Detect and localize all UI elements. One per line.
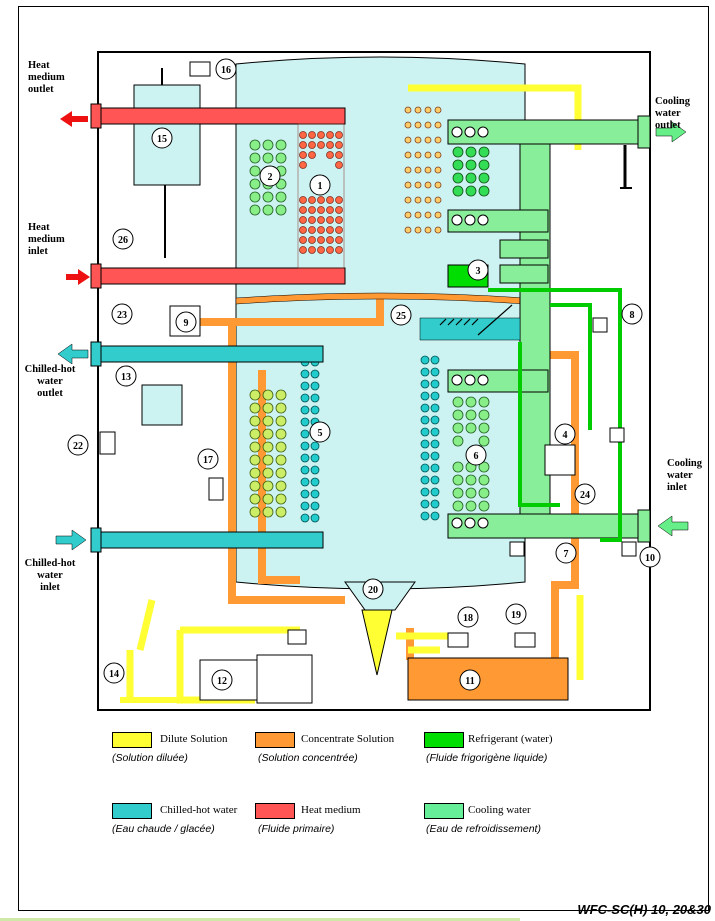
arrow-out-icon [57, 343, 89, 365]
label-cooling-water-inlet: Cooling water inlet [667, 458, 703, 493]
label-chilled-hot-water-outlet: Chilled-hot water outlet [24, 364, 76, 399]
legend-sublabel: (Solution concentrée) [258, 752, 358, 764]
legend-swatch-concentrate [255, 732, 295, 748]
heat-exchanger-coil-2 [249, 139, 287, 216]
heat-medium-inlet-pipe [94, 267, 346, 285]
arrow-out-icon [60, 111, 88, 127]
legend-label: Heat medium [301, 804, 361, 816]
bottom-accent-line [0, 918, 520, 921]
label-heat-medium-inlet: Heat medium inlet [28, 222, 65, 257]
cooling-tube-ends [451, 126, 489, 529]
arrow-out-icon [655, 121, 687, 143]
chilled-water-inlet-pipe [94, 531, 324, 549]
refrigerant-lines [488, 288, 622, 542]
legend-sublabel: (Fluide primaire) [258, 823, 335, 835]
label-heat-medium-outlet: Heat medium outlet [28, 60, 65, 95]
legend-label: Cooling water [468, 804, 531, 816]
generator-tubes [299, 131, 343, 254]
spray-tubes-upper [404, 106, 442, 234]
label-chilled-hot-water-inlet: Chilled-hot water inlet [24, 558, 76, 593]
solution-tank [407, 657, 569, 701]
spray-nozzles [439, 304, 513, 336]
legend-swatch-chilled [112, 803, 152, 819]
separator-tank [133, 84, 201, 186]
solution-strainer [361, 609, 393, 676]
legend-label: Refrigerant (water) [468, 733, 553, 745]
legend-sublabel: (Eau chaude / glacée) [112, 823, 215, 835]
legend-swatch-refrigerant [424, 732, 464, 748]
refrigerant-pool [447, 264, 489, 288]
legend-sublabel: (Solution diluée) [112, 752, 188, 764]
diagram-frame [18, 6, 709, 911]
absorber-coil-lower [249, 389, 287, 518]
concentrate-lines [200, 298, 579, 660]
legend-swatch-heat-medium [255, 803, 295, 819]
arrow-in-icon [55, 529, 87, 551]
legend-sublabel: (Fluide frigorigène liquide) [426, 752, 548, 764]
condenser-coil [452, 146, 490, 197]
label-cooling-water-outlet: Cooling water outlet [655, 96, 691, 131]
legend-label: Dilute Solution [160, 733, 228, 745]
legend-label: Chilled-hot water [160, 804, 238, 816]
evaporator-coil [300, 345, 440, 523]
refrigerant-tray [419, 317, 521, 341]
flow-switch [99, 431, 116, 455]
heat-medium-outlet-pipe [94, 107, 346, 125]
legend-label: Concentrate Solution [301, 733, 395, 745]
arrow-in-icon [66, 269, 90, 285]
model-label: WFC-SC(H) 10, 20&30 [577, 902, 711, 917]
arrow-in-icon [657, 515, 689, 537]
valve-9 [169, 305, 201, 337]
legend-swatch-dilute [112, 732, 152, 748]
chilled-water-outlet-pipe [94, 345, 324, 363]
box-4 [544, 444, 576, 476]
absorber-coil [452, 396, 490, 512]
vessel-13 [141, 384, 183, 426]
legend-swatch-cooling [424, 803, 464, 819]
legend-sublabel: (Eau de refroidissement) [426, 823, 541, 835]
